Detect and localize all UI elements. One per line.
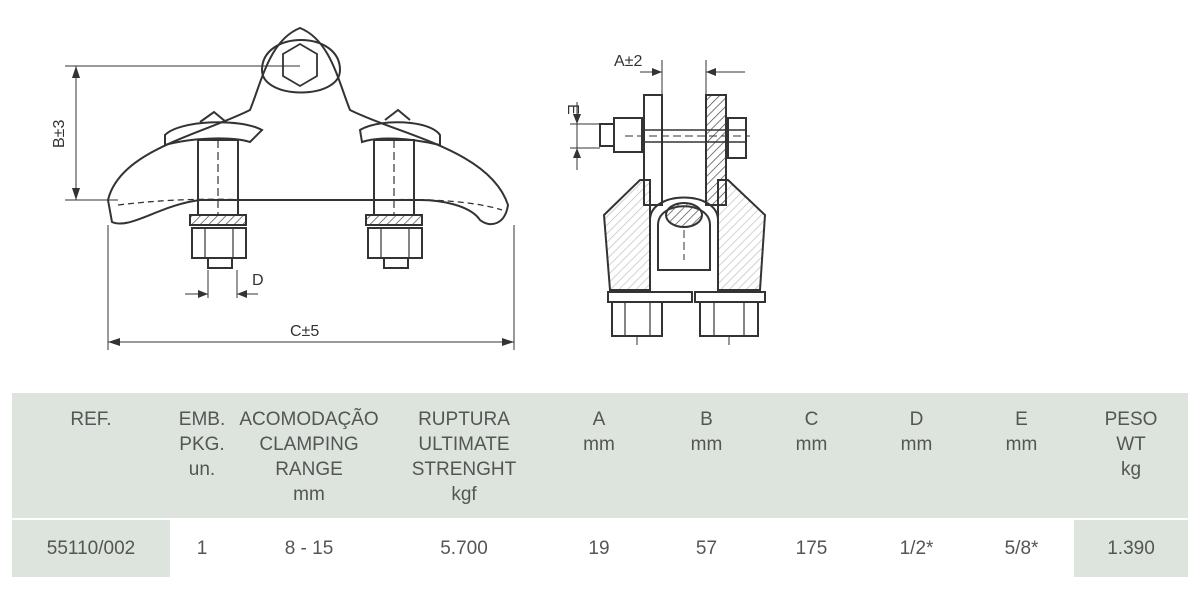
cell-pkg: 1 bbox=[170, 519, 234, 577]
header-line: PESO bbox=[1104, 409, 1158, 430]
header-line: mm bbox=[900, 434, 933, 455]
cell-ref: 55110/002 bbox=[12, 519, 170, 577]
header-line: B bbox=[700, 409, 713, 430]
header-line: C bbox=[804, 409, 819, 430]
front-view bbox=[65, 26, 515, 350]
header-line: REF. bbox=[70, 409, 112, 430]
technical-drawing: B±3 D C±5 bbox=[51, 26, 767, 350]
header-ultimate-strength: RUPTURA ULTIMATE STRENGHT kgf bbox=[384, 393, 544, 519]
header-line: kg bbox=[1120, 459, 1142, 480]
cell-c: 175 bbox=[759, 519, 864, 577]
header-line: E bbox=[1015, 409, 1028, 430]
header-line: CLAMPING bbox=[259, 434, 359, 455]
header-line: D bbox=[909, 409, 924, 430]
header-weight: PESO WT kg bbox=[1074, 393, 1188, 519]
header-line: EMB. bbox=[178, 409, 226, 430]
header-pkg: EMB. PKG. un. bbox=[170, 393, 234, 519]
dim-a-label: A±2 bbox=[614, 53, 642, 70]
cell-a: 19 bbox=[544, 519, 654, 577]
cell-e: 5/8* bbox=[969, 519, 1074, 577]
dim-c-label: C±5 bbox=[290, 323, 319, 340]
header-line: mm bbox=[1005, 434, 1038, 455]
header-clamping-range: ACOMODAÇÃO CLAMPING RANGE mm bbox=[234, 393, 384, 519]
header-line: un. bbox=[188, 459, 216, 480]
header-ref: REF. bbox=[12, 393, 170, 519]
header-line: mm bbox=[795, 434, 828, 455]
dim-e-label: E bbox=[564, 104, 581, 115]
header-line: A bbox=[592, 409, 606, 430]
header-line: ULTIMATE bbox=[418, 434, 510, 455]
header-line: RANGE bbox=[275, 459, 343, 480]
table-header-row: REF. EMB. PKG. un. ACOMODAÇÃO CLAMPING RANGE mm… bbox=[12, 393, 1188, 519]
header-line: mm bbox=[583, 434, 615, 455]
cell-clamping-range: 8 - 15 bbox=[234, 519, 384, 577]
dim-d-label: D bbox=[252, 272, 264, 289]
cell-d: 1/2* bbox=[864, 519, 969, 577]
side-view bbox=[570, 60, 767, 345]
header-line: mm bbox=[293, 484, 325, 505]
header-line: WT bbox=[1116, 434, 1146, 455]
header-line: ACOMODAÇÃO bbox=[239, 409, 379, 430]
cell-ultimate-strength: 5.700 bbox=[384, 519, 544, 577]
cell-b: 57 bbox=[654, 519, 759, 577]
header-line: kgf bbox=[451, 484, 477, 505]
spec-table: REF. EMB. PKG. un. ACOMODAÇÃO CLAMPING RANGE mm… bbox=[12, 393, 1188, 577]
header-line: STRENGHT bbox=[411, 459, 517, 480]
dim-b-label: B±3 bbox=[51, 120, 68, 148]
header-line: RUPTURA bbox=[418, 409, 510, 430]
cell-weight: 1.390 bbox=[1074, 519, 1188, 577]
header-line: mm bbox=[690, 434, 723, 455]
header-line: PKG. bbox=[179, 434, 225, 455]
